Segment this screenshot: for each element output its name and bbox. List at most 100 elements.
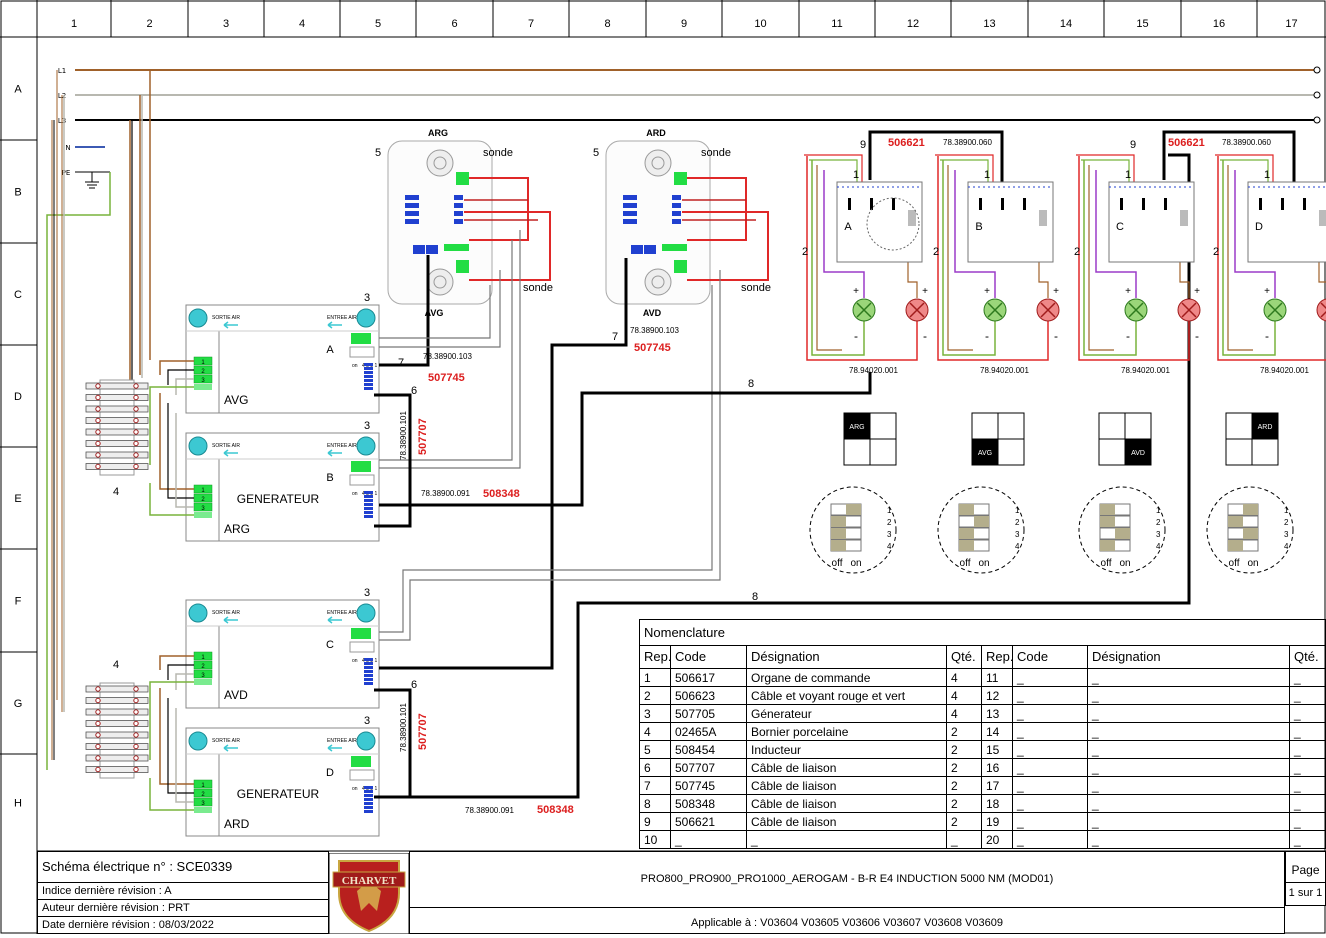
nomenclature-cell: 4 [946,704,982,723]
dip-number: 4 [1284,542,1289,551]
nomenclature-header-cell: Code [670,645,747,669]
nomenclature-cell: 10 [639,830,671,849]
supply-label: N [65,144,70,152]
panel-wire-mark: 2 [1074,246,1080,258]
nomenclature-cell: _ [670,830,747,849]
nomenclature-cell: 15 [981,740,1013,759]
dip-number: 3 [1156,530,1161,539]
nomenclature-title: Nomenclature [638,619,1326,646]
nomenclature-row: 10___20___ [639,830,1326,849]
revision-author: Auteur dernière révision : PRT [38,900,328,917]
nomenclature-cell: Organe de commande [746,668,947,687]
cable-code: 508348 [537,804,574,816]
nomenclature-cell: 508348 [670,794,747,813]
generator-letter: D [326,767,334,779]
nomenclature-cell: 2 [946,722,982,741]
generator-center-label: GENERATEUR [237,492,320,506]
grid-column-label: 5 [375,18,381,30]
generator-label: AVG [224,393,248,407]
cable-ref: 78.38900.060 [1222,138,1271,147]
air-out-label: SORTIE AIR [212,738,240,744]
air-out-label: SORTIE AIR [212,610,240,616]
panel-wire-mark: 2 [802,246,808,258]
nomenclature-cell: Câble de liaison [746,794,947,813]
zone-label: ARD [1258,424,1273,431]
sonde-label: sonde [741,282,771,294]
grid-column-label: 14 [1060,18,1072,30]
terminal-number: 2 [201,369,205,375]
product-designation: PRO800_PRO900_PRO1000_AEROGAM - B-R E4 I… [410,852,1284,908]
control-panel-d: 1D2+-+-78.94020.001 [1213,154,1326,375]
grid-column-label: 16 [1213,18,1225,30]
dip-on-label: on [352,786,358,792]
zone-label: AVG [978,450,992,457]
bornier-groups: 44 [85,379,149,779]
grid-row-label: E [14,493,21,505]
terminal-number: 3 [201,378,205,384]
nomenclature-cell: 4 [946,668,982,687]
nomenclature-cell: _ [1288,830,1326,849]
cable-ref: 78.38900.060 [943,138,992,147]
dip-on-label: on [352,658,358,664]
zone-indicator-avg: AVG [971,412,1025,466]
nomenclature-cell: _ [1012,740,1088,759]
terminal-number: 1 [201,488,205,494]
nomenclature-cell: _ [1087,722,1290,741]
cable-ref: 78.38900.103 [630,326,679,335]
generator-mark: 3 [364,715,370,727]
panel-wire-mark: 2 [1213,246,1219,258]
cable-links: 778.38900.103507745778.38900.10350774566… [374,130,1296,816]
nomenclature-cell: _ [1087,704,1290,723]
control-panel-c: 1C2+-+-78.94020.001 [1074,154,1201,375]
grid-column-label: 7 [528,18,534,30]
zone-label: AVD [1131,450,1145,457]
led-minus: - [1265,329,1269,343]
cable-ref: 78.38900.103 [423,352,472,361]
led-plus: + [1264,286,1270,297]
nomenclature-cell: _ [1288,686,1326,705]
nomenclature-cell: _ [1012,722,1088,741]
generator-mark: 3 [364,292,370,304]
sonde-label: sonde [701,147,731,159]
grid-column-label: 10 [754,18,766,30]
nomenclature-cell: _ [1012,776,1088,795]
nomenclature-cell: _ [1012,704,1088,723]
cable-number: 8 [748,378,754,390]
terminal-number: 3 [201,506,205,512]
nomenclature-cell: 4 [946,686,982,705]
supply-label: L1 [58,67,66,75]
grid-column-label: 2 [146,18,152,30]
nomenclature-cell: 508454 [670,740,747,759]
nomenclature-cell: 11 [981,668,1013,687]
nomenclature-cell: Génerateur [746,704,947,723]
air-in-label: ENTREE AIR [327,315,357,321]
grid-column-label: 3 [223,18,229,30]
generator-mark: 3 [364,587,370,599]
nomenclature-cell: 506617 [670,668,747,687]
nomenclature-cell: _ [1288,722,1326,741]
panel-switch-number: 1 [1125,169,1131,181]
bornier-mark: 4 [113,486,119,498]
panel-wire-mark: 2 [933,246,939,258]
generator-letter: A [326,344,334,356]
page-label: Page [1286,852,1325,883]
terminal-number: 2 [201,792,205,798]
grid-row-label: F [15,596,22,608]
control-panel-b: 1B2+-+-78.94020.001 [933,154,1060,375]
applicable-list: Applicable à : V03604 V03605 V03606 V036… [691,917,1003,929]
nomenclature-cell: _ [1087,776,1290,795]
nomenclature-header-cell: Désignation [1087,645,1290,669]
